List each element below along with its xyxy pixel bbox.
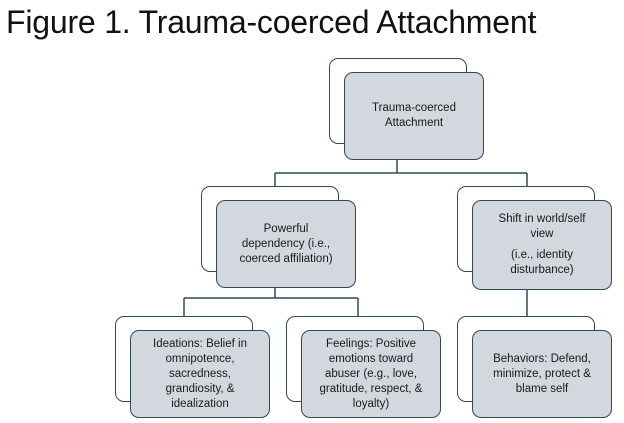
root-node-line-1: Trauma-coerced xyxy=(372,102,456,114)
feelings-node-line-4: gratitude, respect, & xyxy=(319,382,423,395)
dependency-node-line-1: Powerful xyxy=(263,222,309,235)
ideations-node-line-2: omnipotence, xyxy=(165,352,235,365)
ideations-node: Ideations: Belief in omnipotence, sacred… xyxy=(130,330,270,418)
feelings-node: Feelings: Positive emotions toward abuse… xyxy=(301,330,441,418)
shift-node-line-2: view xyxy=(530,228,554,240)
feelings-node-line-3: abuser (e.g., love, xyxy=(324,367,418,380)
behaviors-node-line-3: blame self xyxy=(515,382,569,395)
figure-title: Figure 1. Trauma-coerced Attachment xyxy=(6,4,537,40)
dependency-node: Powerful dependency (i.e., coerced affil… xyxy=(216,200,356,288)
behaviors-node: Behaviors: Defend, minimize, protect & b… xyxy=(472,330,612,418)
dependency-node-line-3: coerced affiliation) xyxy=(239,252,333,265)
root-node-line-2: Attachment xyxy=(384,117,444,129)
ideations-node-line-5: idealization xyxy=(171,397,229,410)
ideations-node-line-3: sacredness, xyxy=(168,367,231,380)
root-node: Trauma-coerced Attachment xyxy=(344,72,484,160)
feelings-node-line-2: emotions toward xyxy=(328,352,414,365)
feelings-node-line-1: Feelings: Positive xyxy=(325,337,417,350)
shift-node-line-1: Shift in world/self xyxy=(498,213,586,225)
behaviors-node-line-2: minimize, protect & xyxy=(493,367,591,380)
shift-node-line-3: (i.e., identity xyxy=(511,249,573,261)
ideations-node-line-1: Ideations: Belief in xyxy=(153,337,247,350)
shift-node: Shift in world/self view (i.e., identity… xyxy=(472,200,612,290)
shift-node-line-4: disturbance) xyxy=(510,264,574,276)
ideations-node-line-4: grandiosity, & xyxy=(165,382,235,395)
feelings-node-line-5: loyalty) xyxy=(352,397,390,410)
behaviors-node-line-1: Behaviors: Defend, xyxy=(493,352,591,365)
dependency-node-line-2: dependency (i.e., xyxy=(241,237,331,250)
